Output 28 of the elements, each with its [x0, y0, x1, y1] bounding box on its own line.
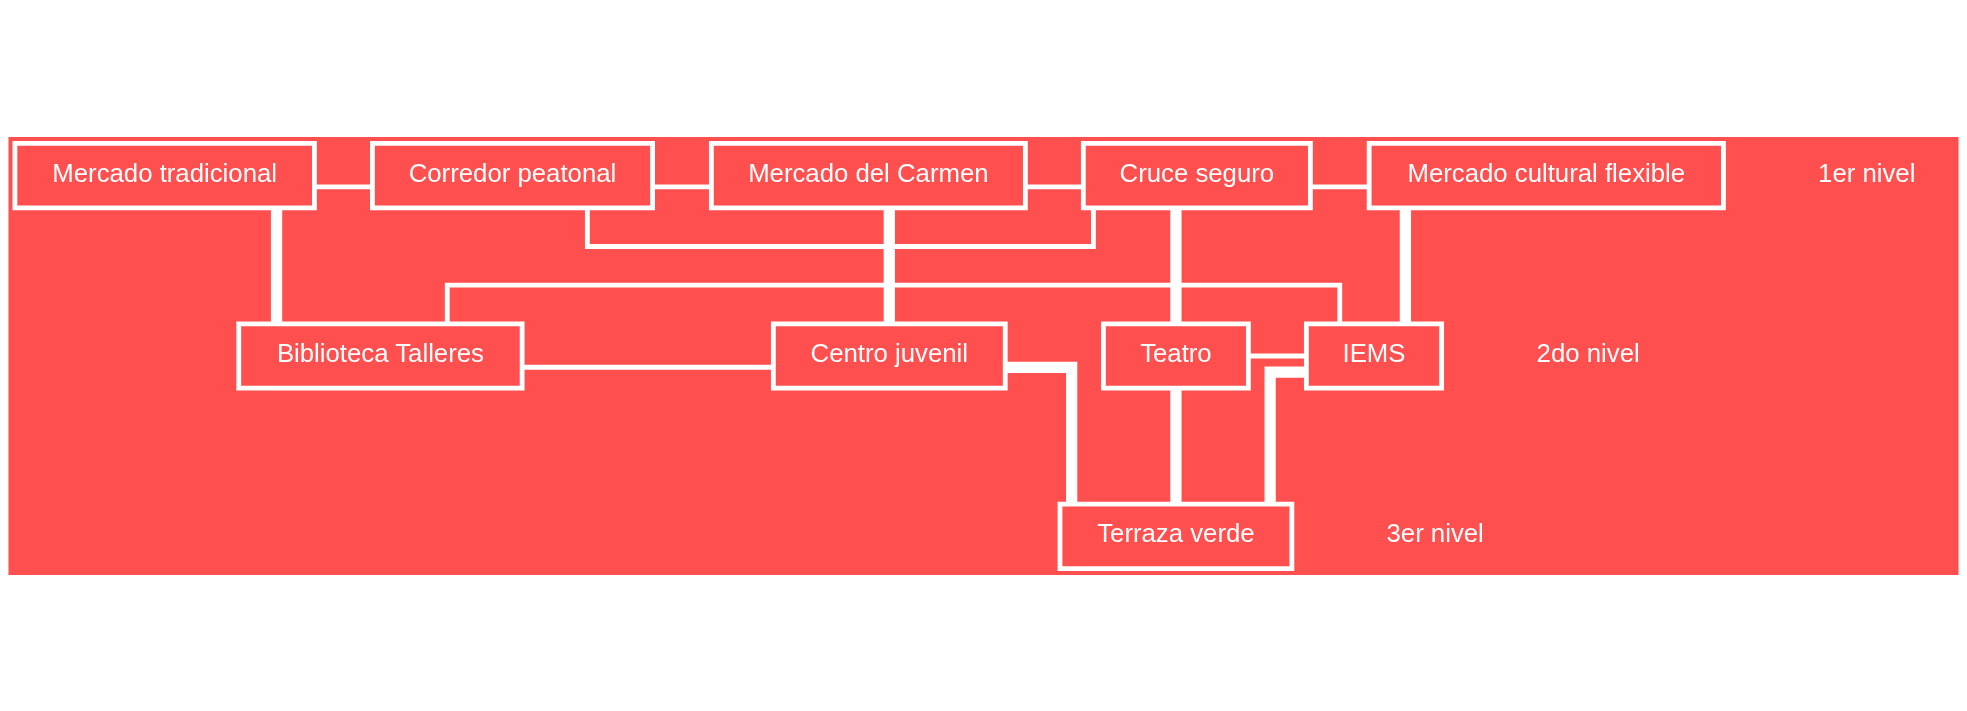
node-box: Teatro — [1101, 320, 1251, 391]
label: 3er nivel — [1386, 518, 1484, 547]
node-box: Corredor peatonal — [369, 140, 655, 210]
connector — [1264, 365, 1306, 504]
connector — [1025, 184, 1084, 189]
node-box: Terraza verde — [1057, 501, 1295, 571]
connector — [1310, 184, 1370, 189]
node-box: Mercado tradicional — [12, 140, 317, 210]
connector — [652, 184, 712, 189]
node-box: Biblioteca Talleres — [236, 320, 525, 391]
node-box: Mercado cultural flexible — [1366, 140, 1726, 210]
label: 2do nivel — [1536, 338, 1640, 367]
connector — [314, 184, 373, 189]
connector — [522, 364, 774, 370]
connector — [444, 282, 1343, 323]
label: 1er nivel — [1818, 158, 1916, 187]
node-box: Centro juvenil — [770, 320, 1008, 391]
connector — [883, 207, 895, 323]
connector — [1248, 353, 1306, 358]
connector — [1170, 387, 1182, 504]
node-box: Mercado del Carmen — [708, 140, 1028, 210]
connector — [1005, 361, 1078, 504]
connector — [584, 207, 1096, 249]
connector — [270, 207, 283, 323]
connector — [1170, 207, 1182, 323]
node-box: IEMS — [1303, 320, 1445, 391]
node-box: Cruce seguro — [1080, 140, 1313, 210]
connector — [1399, 207, 1412, 323]
